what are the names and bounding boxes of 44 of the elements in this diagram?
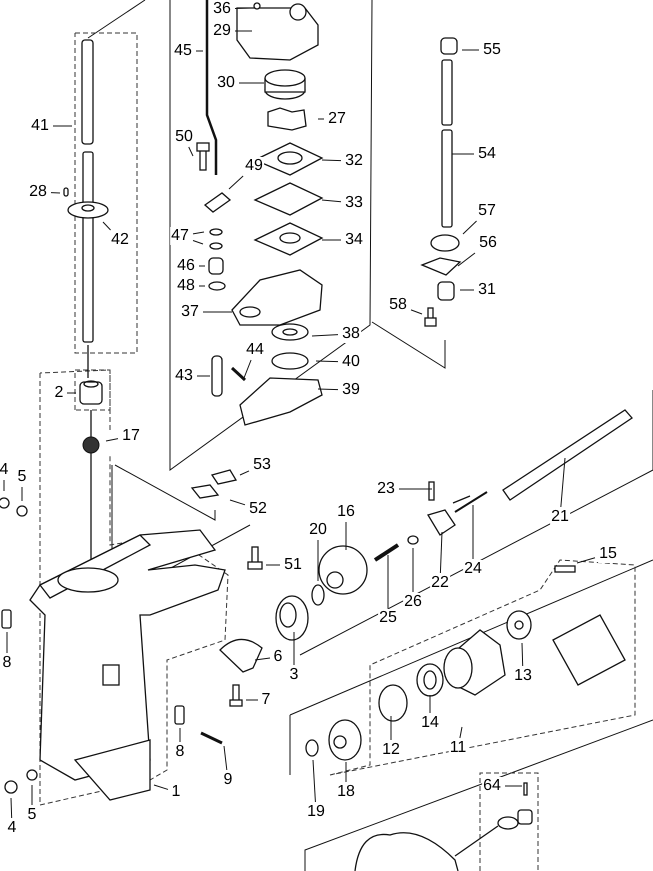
leader-line — [224, 746, 228, 770]
leader-line — [244, 360, 252, 378]
leader-line — [192, 232, 204, 234]
callout-number: 15 — [598, 545, 618, 563]
leader-line — [234, 30, 252, 32]
leader-line — [192, 240, 204, 244]
leader-line — [50, 192, 60, 194]
callout-number: 47 — [170, 227, 190, 245]
leader-line — [6, 632, 8, 654]
leader-line — [440, 532, 442, 574]
leader-line — [576, 557, 596, 564]
leader-line — [412, 548, 414, 592]
leader-line — [560, 458, 566, 508]
leader-line — [390, 716, 392, 740]
leader-line — [238, 82, 264, 84]
leader-line — [240, 470, 250, 476]
leader-line — [318, 388, 338, 390]
leader-line — [66, 392, 76, 394]
leader-line — [106, 438, 118, 442]
leader-line — [398, 488, 432, 490]
callout-number: 38 — [341, 325, 361, 343]
leader-line — [462, 220, 478, 234]
leader-line — [322, 200, 342, 202]
leader-line — [410, 309, 422, 314]
leader-line — [102, 222, 112, 230]
leader-line — [322, 160, 342, 162]
callout-number: 21 — [550, 508, 570, 526]
leader-line — [459, 726, 462, 738]
leader-line — [318, 118, 324, 120]
leader-line — [154, 784, 168, 790]
leader-line — [472, 504, 474, 560]
leader-line — [10, 798, 12, 818]
leader-line — [234, 8, 250, 10]
leader-line — [522, 642, 524, 666]
leader-line — [188, 146, 194, 156]
leader-line — [316, 360, 338, 362]
leader-line — [254, 658, 270, 660]
leader-line — [458, 252, 476, 266]
leader-line — [312, 760, 316, 802]
leader-line — [312, 334, 338, 336]
leader-line — [266, 564, 280, 566]
leader-line — [196, 50, 204, 52]
leader-line — [230, 500, 246, 506]
leader-line — [228, 176, 244, 190]
